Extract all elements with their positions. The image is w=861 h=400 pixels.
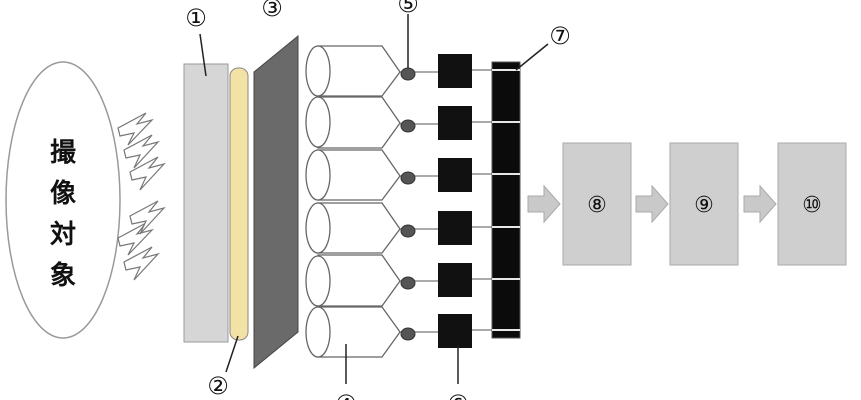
- connector: [400, 224, 416, 238]
- bus-bar: [491, 61, 521, 339]
- imaging-subject: 撮 像 対 象: [5, 61, 121, 339]
- label-5: ⑤: [397, 0, 419, 18]
- tube: [305, 254, 401, 307]
- block-9: [669, 142, 739, 266]
- connector: [400, 276, 416, 290]
- connector: [400, 119, 416, 133]
- label-1-leader: [199, 33, 207, 77]
- lightning-bolt-icon: [129, 156, 166, 191]
- label-7-leader: [515, 43, 549, 71]
- readout-chain: [400, 54, 492, 348]
- connector: [400, 171, 416, 185]
- plate-3: [253, 34, 299, 370]
- arrow-right-icon: [743, 184, 777, 224]
- subject-ellipse: [5, 61, 121, 339]
- block-10: [777, 142, 847, 266]
- subject-char-1: 撮: [50, 138, 77, 168]
- radiation-group: [117, 112, 166, 281]
- tube: [305, 149, 401, 201]
- lightning-bolt-icon: [123, 134, 160, 169]
- connector: [400, 67, 416, 81]
- label-3: ③: [261, 0, 283, 22]
- label-2-leader: [225, 335, 239, 373]
- amp-module: [438, 263, 472, 297]
- subject-char-2: 像: [50, 179, 77, 209]
- amp-module: [438, 106, 472, 140]
- amp-module: [438, 158, 472, 192]
- connector: [400, 327, 416, 341]
- arrow-right-icon: [635, 184, 669, 224]
- tube: [305, 202, 401, 254]
- subject-char-3: 対: [50, 220, 76, 250]
- plate-2: [229, 67, 249, 341]
- tube-array: [305, 45, 401, 358]
- amp-module: [438, 314, 472, 348]
- subject-char-4: 象: [50, 260, 76, 291]
- label-1: ①: [185, 4, 207, 32]
- label-9: ⑨: [694, 193, 714, 218]
- tube: [305, 306, 401, 358]
- lightning-bolt-icon: [117, 112, 154, 146]
- label-7: ⑦: [549, 22, 571, 50]
- lightning-bolt-icon: [129, 200, 166, 235]
- label-8: ⑧: [587, 193, 607, 218]
- label-2: ②: [207, 372, 229, 400]
- label-4: ④: [335, 390, 357, 400]
- block-8: [562, 142, 632, 266]
- amp-module: [438, 54, 472, 88]
- tube: [305, 96, 401, 149]
- tube: [305, 45, 401, 97]
- lightning-bolt-icon: [123, 246, 160, 281]
- label-6: ⑥: [447, 390, 469, 400]
- arrow-right-icon: [527, 184, 561, 224]
- plate-1: [183, 63, 229, 343]
- label-10: ⑩: [802, 193, 822, 218]
- amp-module: [438, 211, 472, 245]
